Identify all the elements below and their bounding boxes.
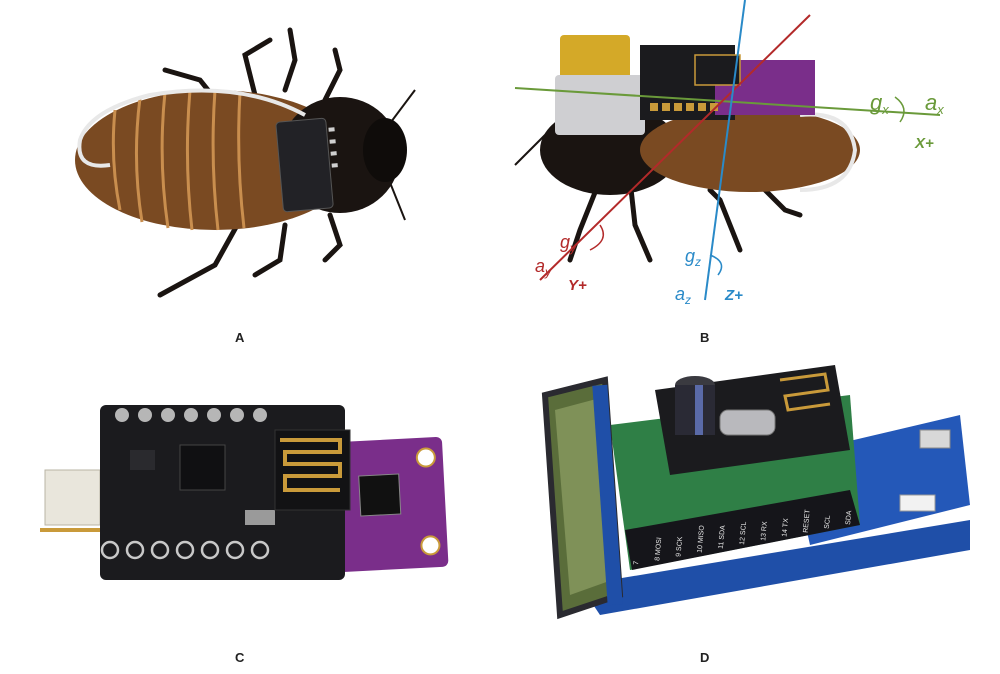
pin-label: SDA [845, 510, 853, 525]
radio-antenna-trace [779, 372, 831, 412]
top-header [115, 408, 267, 422]
panel-b: gx ax X+ gy ay Y+ gz az Z+ [500, 0, 980, 320]
y-axis-line [539, 14, 811, 281]
radio-module-b [694, 54, 741, 86]
x-accel-label: ax [925, 90, 944, 117]
jst-connector [44, 469, 101, 526]
panel-label-a: A [235, 330, 245, 345]
pin-label: 8 MOSI [654, 537, 663, 561]
pin-label: 7 [633, 561, 640, 566]
pin-labels: 7 8 MOSI 9 SCK 10 MISO 11 SDA 12 SCL 13 RX 14 T… [633, 509, 853, 566]
pin-row-b [650, 103, 718, 111]
pin-label: 14 TX [781, 518, 790, 537]
z-accel-label: az [675, 284, 691, 307]
z-gyro-label: gz [685, 246, 701, 269]
x-axis-line [514, 87, 941, 116]
capacitor-stripe [695, 385, 703, 435]
pin-label: 9 SCK [675, 536, 684, 557]
roach-legs-b [567, 177, 803, 263]
pin-label: 11 SDA [718, 525, 727, 549]
crystal [245, 510, 275, 525]
pin-label: 10 MISO [697, 524, 706, 553]
bottom-header [100, 540, 270, 560]
y-rotation-arc [589, 224, 605, 251]
panel-label-c: C [235, 650, 245, 665]
y-gyro-label: gy [560, 232, 577, 255]
x-gyro-label: gx [870, 90, 889, 117]
backpack-wires [77, 88, 306, 168]
radio-module [274, 429, 351, 511]
crystal-d [719, 409, 776, 436]
white-connector [899, 494, 936, 512]
x-dir-label: X+ [914, 135, 934, 152]
panel-label-d: D [700, 650, 710, 665]
battery [560, 35, 630, 80]
panel-d-image: 7 8 MOSI 9 SCK 10 MISO 11 SDA 12 SCL 13 RX 14 T… [541, 365, 970, 620]
z-dir-label: Z+ [724, 287, 743, 304]
oled-bracket [592, 384, 623, 606]
panel-b-image: gx ax X+ gy ay Y+ gz az Z+ [514, 0, 944, 307]
x-rotation-arc [894, 96, 905, 123]
panel-d: 7 8 MOSI 9 SCK 10 MISO 11 SDA 12 SCL 13 RX 14 T… [520, 355, 980, 630]
roach-segments [111, 89, 246, 231]
panel-label-b: B [700, 330, 710, 345]
regulator-chip [130, 450, 155, 470]
z-rotation-arc [709, 254, 723, 276]
usb-port [919, 429, 951, 449]
roach-head [363, 118, 407, 182]
pin-label: 12 SCL [739, 521, 748, 545]
header-strip [625, 490, 860, 570]
pcb-antenna-trace [280, 438, 342, 492]
pin-label: SCL [824, 515, 832, 529]
wires-b [799, 112, 858, 192]
z-axis-line [704, 0, 746, 301]
panel-c [40, 390, 460, 600]
pin-label: 13 RX [760, 521, 769, 541]
panel-c-image [40, 405, 449, 580]
y-accel-label: ay [535, 256, 552, 279]
base-board [580, 520, 970, 615]
mcu-chip [179, 444, 226, 491]
backpack-module [275, 117, 338, 213]
pin-label: RESET [803, 509, 812, 534]
panel-a-image [75, 27, 416, 298]
battery-wrap [555, 75, 645, 135]
panel-a [40, 20, 460, 320]
y-dir-label: Y+ [568, 277, 587, 294]
